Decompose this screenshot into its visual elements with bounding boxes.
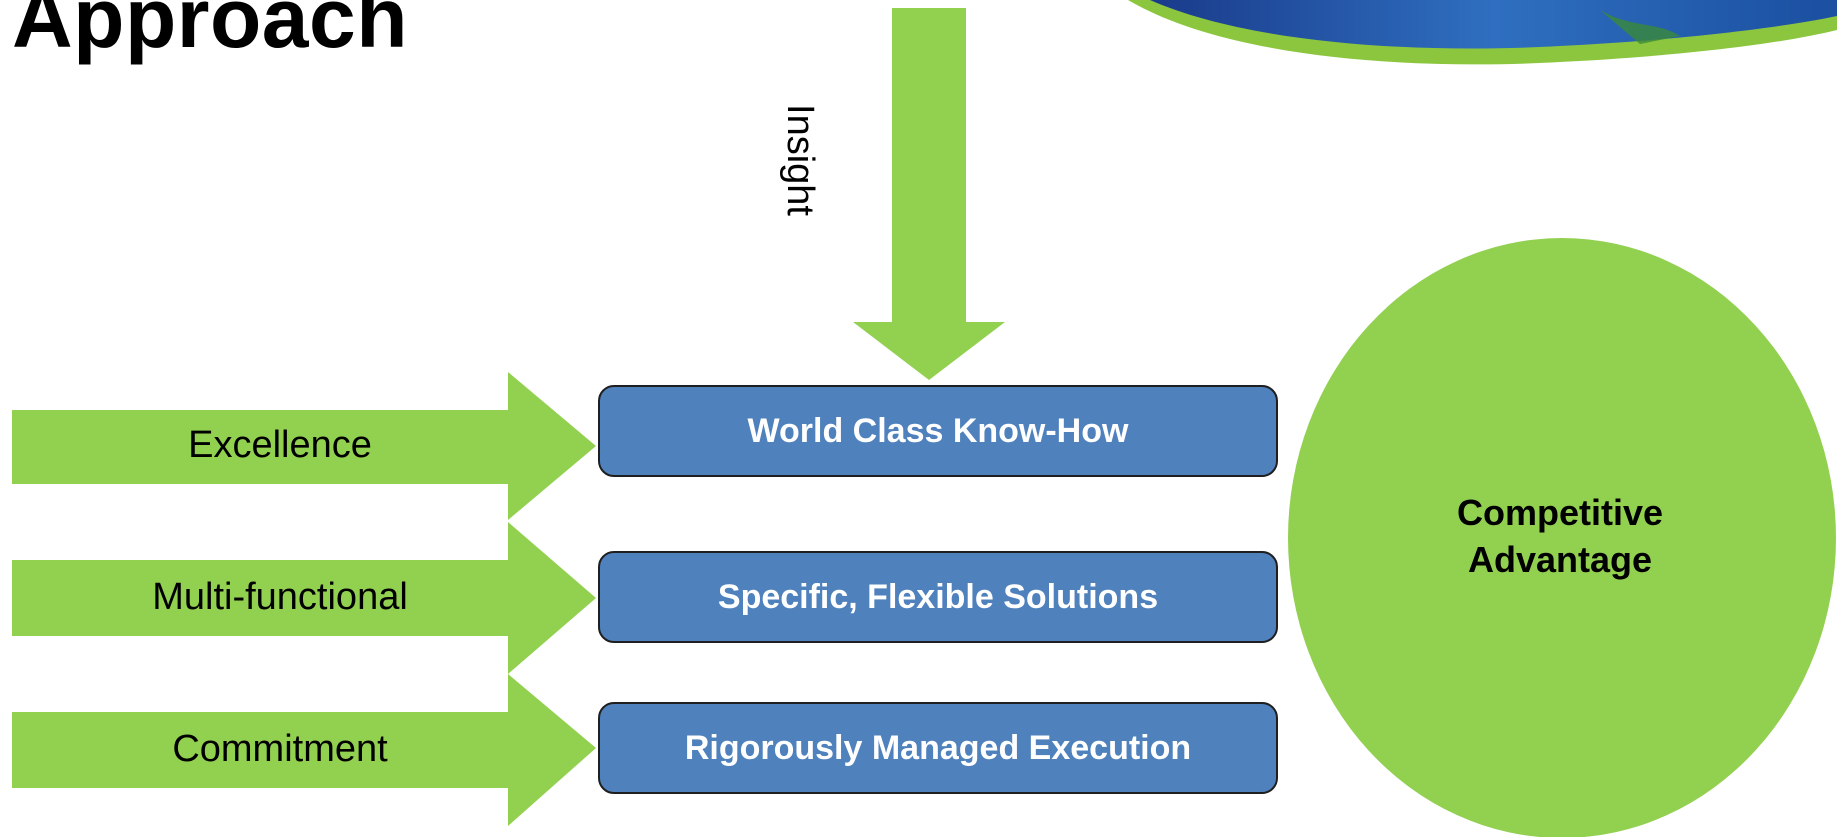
world-class-know-how-box: World Class Know-How	[598, 385, 1278, 477]
multi-functional-arrow	[12, 522, 596, 674]
insight-label: Insight	[779, 104, 821, 216]
globe-logo	[1128, 0, 1837, 65]
excellence-label: Excellence	[188, 424, 372, 466]
slide-title: Approach	[12, 0, 409, 65]
competitive-advantage-circle	[1288, 238, 1836, 837]
excellence-arrow	[12, 372, 596, 520]
rigorously-managed-execution-box: Rigorously Managed Execution	[598, 702, 1278, 794]
circle-label-line2: Advantage	[1467, 538, 1653, 580]
commitment-arrow	[12, 674, 596, 826]
circle-label-line1: Competitive	[1456, 492, 1664, 533]
specific-flexible-solutions-box: Specific, Flexible Solutions	[598, 551, 1278, 643]
competitive-advantage-label: Competitive Advantage	[1380, 490, 1740, 584]
commitment-label: Commitment	[172, 728, 388, 770]
multi-functional-label: Multi-functional	[152, 576, 408, 618]
insight-arrow	[853, 8, 1005, 380]
